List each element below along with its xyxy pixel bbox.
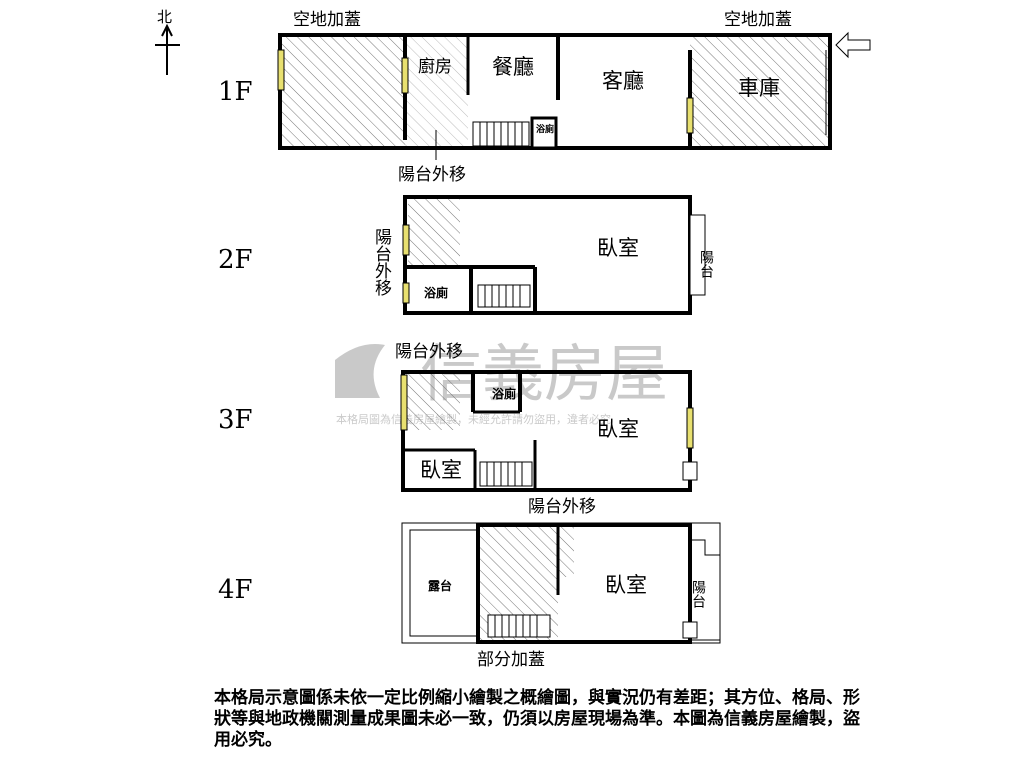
- label-garage: 車庫: [738, 76, 780, 100]
- floor-4f: 4F 露台 臥室 陽台 部分加蓋: [218, 522, 721, 670]
- label-partial-annex: 部分加蓋: [477, 650, 545, 670]
- label-bedroom-3f-left: 臥室: [420, 458, 462, 482]
- watermark-notice: 本格局圖為信義房屋繪製，未經允許請勿盜用，違者必究: [336, 412, 611, 426]
- floor-2f: 2F 陽台外移 浴廁 臥室 陽台: [218, 195, 714, 315]
- label-living: 客廳: [602, 69, 644, 93]
- label-annex-right: 空地加蓋: [724, 10, 792, 30]
- floor-label-1f: 1F: [218, 77, 253, 107]
- label-bedroom-4f: 臥室: [605, 573, 647, 597]
- entrance-arrow-icon: [835, 31, 871, 59]
- floor-label-3f: 3F: [218, 405, 253, 435]
- label-bedroom-2f: 臥室: [597, 236, 639, 260]
- floor-3f: 3F 陽台外移 浴廁 臥室 臥室 陽台外移: [218, 342, 698, 517]
- label-balcony-4f: 陽台: [690, 580, 706, 608]
- label-balcony-moved-3f-bottom: 陽台外移: [528, 497, 596, 517]
- floor-1f: 1F 空地加蓋 空地加蓋 廚房 餐廳 客廳 車庫 浴廁 陽台外移: [218, 10, 871, 185]
- north-arrow-icon: 北: [155, 8, 180, 75]
- disclaimer: 本格局示意圖係未依一定比例縮小繪製之概繪圖，與實況仍有差距；其方位、格局、形狀等…: [214, 688, 860, 750]
- label-balcony-2f: 陽台: [698, 250, 714, 278]
- brand-logo-icon: [335, 344, 385, 398]
- label-dining: 餐廳: [492, 55, 534, 79]
- label-bath-2f: 浴廁: [424, 285, 448, 300]
- label-balcony-moved-2f: 陽台外移: [371, 228, 392, 296]
- label-annex-left: 空地加蓋: [293, 10, 361, 30]
- label-balcony-moved-3f-top: 陽台外移: [395, 342, 463, 362]
- label-balcony-moved-1f: 陽台外移: [398, 165, 466, 185]
- label-bath-1f: 浴廁: [536, 123, 554, 135]
- north-label: 北: [157, 8, 172, 26]
- label-kitchen: 廚房: [418, 56, 452, 77]
- label-terrace: 露台: [428, 578, 452, 593]
- label-bath-3f: 浴廁: [492, 386, 516, 401]
- floor-label-2f: 2F: [218, 245, 253, 275]
- floor-label-4f: 4F: [218, 575, 253, 605]
- label-bedroom-3f-right: 臥室: [597, 417, 639, 441]
